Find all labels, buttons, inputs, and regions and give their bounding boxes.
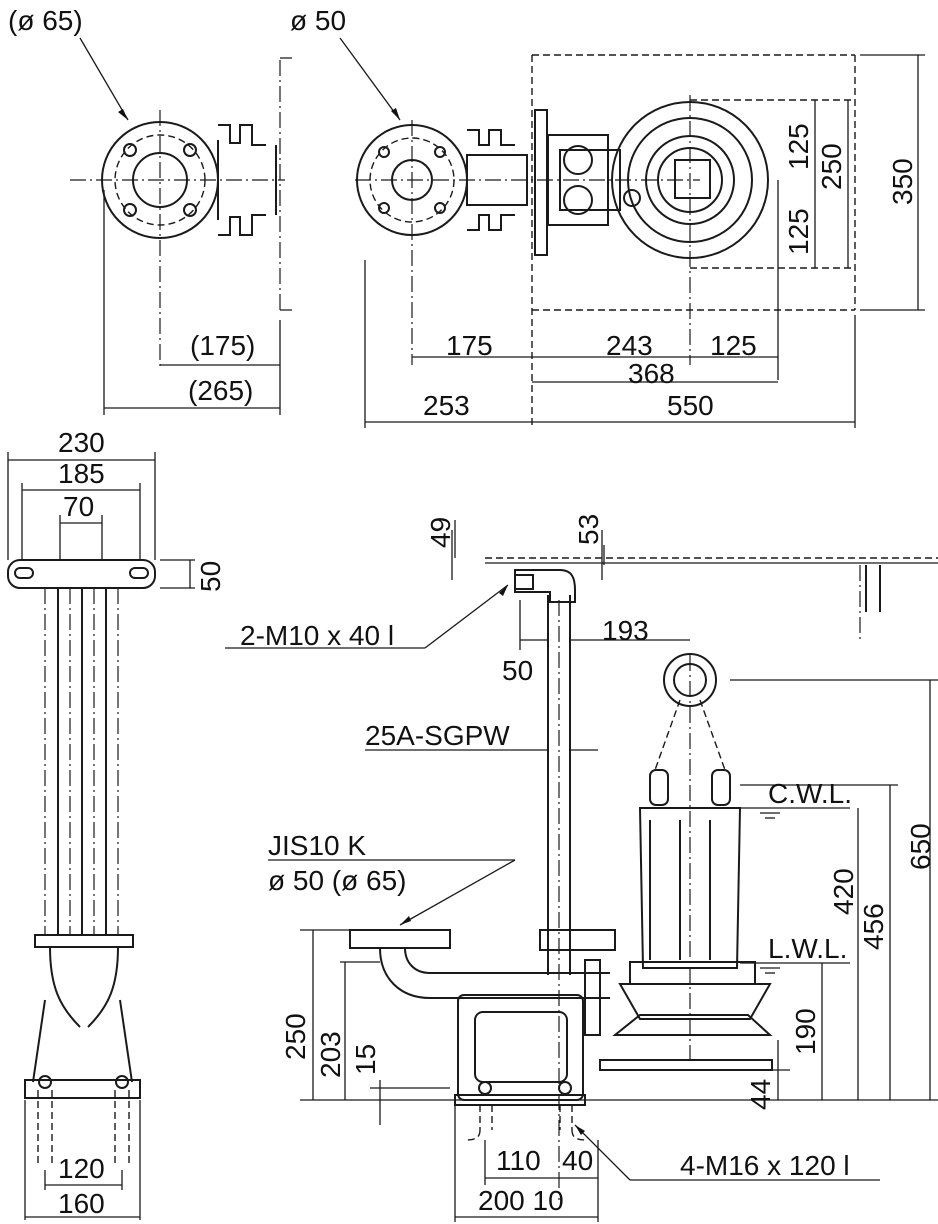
dim-650: 650 xyxy=(905,823,936,870)
label-cwl: C.W.L. xyxy=(768,778,852,809)
dim-175-paren: (175) xyxy=(190,330,255,361)
dim-185: 185 xyxy=(58,458,105,489)
dim-190: 190 xyxy=(790,1008,821,1055)
dim-350: 350 xyxy=(887,158,918,205)
dim-top-left-flange: (ø 65) xyxy=(8,5,83,36)
dimension-labels: (ø 65) ø 50 (175) (265) 175 243 125 368 … xyxy=(8,5,936,1219)
dim-40: 40 xyxy=(562,1145,593,1176)
dim-120: 120 xyxy=(58,1153,105,1184)
dim-243: 243 xyxy=(606,330,653,361)
dim-200-10: 200 10 xyxy=(478,1185,564,1216)
label-bolt-bracket: 2-M10 x 40 l xyxy=(240,620,394,651)
left-side-elevation xyxy=(7,452,195,1220)
label-lwl: L.W.L. xyxy=(768,933,847,964)
dim-125-b: 125 xyxy=(783,208,814,255)
dim-420: 420 xyxy=(828,868,859,915)
label-guide-pipe: 25A-SGPW xyxy=(365,720,510,751)
label-flange-std: JIS10 K xyxy=(268,830,366,861)
dim-368: 368 xyxy=(628,358,675,389)
label-flange-size: ø 50 (ø 65) xyxy=(268,865,406,896)
label-anchor-bolts: 4-M16 x 120 l xyxy=(680,1150,850,1181)
dim-53: 53 xyxy=(573,514,604,545)
dim-160: 160 xyxy=(58,1188,105,1219)
dim-456: 456 xyxy=(858,903,889,950)
dim-110: 110 xyxy=(496,1145,541,1176)
top-plan-view xyxy=(339,37,925,428)
dim-265-paren: (265) xyxy=(188,375,253,406)
dim-203: 203 xyxy=(315,1031,346,1078)
dim-250: 250 xyxy=(816,143,847,190)
dim-193: 193 xyxy=(602,615,649,646)
dim-250-v: 250 xyxy=(280,1013,311,1060)
dim-125-h: 125 xyxy=(710,330,757,361)
dim-70: 70 xyxy=(63,491,94,522)
dim-175: 175 xyxy=(446,330,493,361)
dim-44: 44 xyxy=(745,1079,776,1110)
dim-top-flange: ø 50 xyxy=(290,5,346,36)
dim-230: 230 xyxy=(58,427,105,458)
top-left-flange-view xyxy=(70,37,292,415)
callout-labels: 2-M10 x 40 l 25A-SGPW JIS10 K ø 50 (ø 65… xyxy=(240,620,852,1181)
front-elevation xyxy=(225,520,938,1222)
dim-550: 550 xyxy=(667,390,714,421)
dim-50-guide: 50 xyxy=(502,655,533,686)
dim-49: 49 xyxy=(425,517,456,548)
dim-15: 15 xyxy=(350,1044,381,1075)
dim-50-side: 50 xyxy=(195,561,226,592)
dim-125-a: 125 xyxy=(783,123,814,170)
dim-253: 253 xyxy=(423,390,470,421)
